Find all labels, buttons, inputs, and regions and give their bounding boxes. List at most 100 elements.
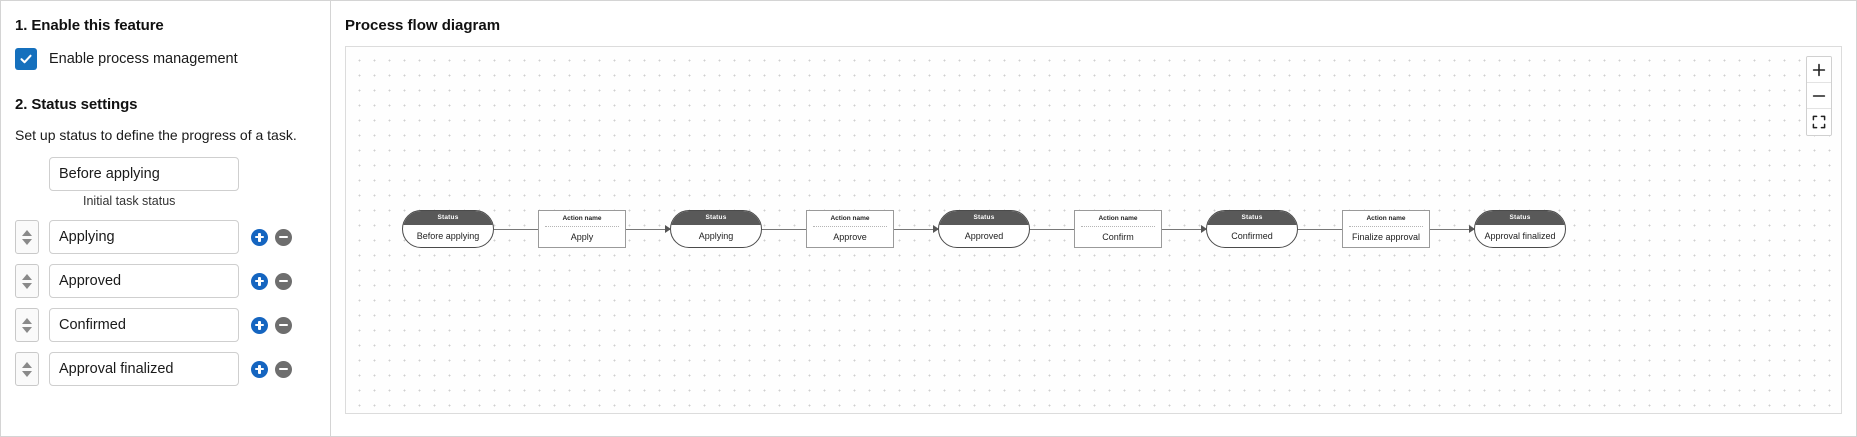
node-label: Approved (964, 231, 1004, 241)
status-row (15, 352, 316, 386)
row-actions (251, 272, 292, 290)
chevron-down-icon (22, 326, 32, 333)
enable-process-management-row[interactable]: Enable process management (15, 48, 316, 70)
chevron-up-icon (22, 317, 32, 324)
diagram-title: Process flow diagram (345, 17, 501, 34)
remove-status-button[interactable] (275, 316, 292, 334)
node-label: Confirmed (1231, 231, 1273, 241)
diagram-panel: Process flow diagram Status Before apply… (331, 1, 1856, 436)
row-actions (251, 360, 292, 378)
initial-status-input[interactable] (49, 157, 239, 191)
flow-node-status[interactable]: Status Applying (670, 210, 762, 248)
chevron-down-icon (22, 238, 32, 245)
connector-line (494, 228, 538, 230)
minus-icon (279, 279, 288, 283)
minus-icon (279, 367, 288, 371)
remove-status-button[interactable] (275, 228, 292, 246)
plus-icon-v (258, 364, 261, 374)
flow-connector (494, 224, 538, 234)
reorder-handle[interactable] (15, 220, 39, 254)
node-separator (1081, 226, 1155, 227)
node-label: Before applying (416, 231, 480, 241)
reorder-handle[interactable] (15, 264, 39, 298)
status-input[interactable] (49, 220, 239, 254)
check-icon (20, 54, 32, 64)
flow-connector (894, 224, 938, 234)
initial-status-caption: Initial task status (83, 194, 176, 208)
section-title-status-settings: 2. Status settings (15, 96, 138, 113)
chevron-up-icon (22, 229, 32, 236)
status-settings-helper-text: Set up status to define the progress of … (15, 127, 297, 143)
flow-node-action[interactable]: Action name Confirm (1074, 210, 1162, 248)
settings-panel: 1. Enable this feature Enable process ma… (1, 1, 331, 436)
connector-line (1298, 228, 1342, 230)
remove-status-button[interactable] (275, 360, 292, 378)
status-input[interactable] (49, 308, 239, 342)
flow-node-status[interactable]: Status Confirmed (1206, 210, 1298, 248)
flow-connector (1298, 224, 1342, 234)
add-status-button[interactable] (251, 360, 268, 378)
zoom-out-button[interactable] (1807, 83, 1831, 109)
chevron-up-icon (22, 361, 32, 368)
add-status-button[interactable] (251, 228, 268, 246)
node-header: Status (939, 211, 1029, 225)
chevron-up-icon (22, 273, 32, 280)
remove-status-button[interactable] (275, 272, 292, 290)
node-header: Action name (830, 215, 870, 222)
flow-node-action[interactable]: Action name Approve (806, 210, 894, 248)
enable-process-management-checkbox[interactable] (15, 48, 37, 70)
flow-node-action[interactable]: Action name Apply (538, 210, 626, 248)
add-status-button[interactable] (251, 316, 268, 334)
plus-icon-v (258, 320, 261, 330)
connector-line (762, 228, 806, 230)
enable-process-management-label: Enable process management (49, 51, 238, 67)
zoom-controls (1806, 56, 1832, 136)
plus-icon-v (258, 276, 261, 286)
flow-node-status[interactable]: Status Before applying (402, 210, 494, 248)
node-label: Apply (570, 232, 594, 242)
add-status-button[interactable] (251, 272, 268, 290)
node-header: Action name (562, 215, 602, 222)
chevron-down-icon (22, 370, 32, 377)
connector-line (1162, 228, 1206, 230)
node-header: Status (671, 211, 761, 225)
initial-status-row (15, 157, 316, 191)
status-input[interactable] (49, 352, 239, 386)
chevron-down-icon (22, 282, 32, 289)
process-flow: Status Before applying Action name Apply… (346, 207, 1841, 251)
status-row (15, 264, 316, 298)
node-header: Status (1475, 211, 1565, 225)
plus-icon (1812, 63, 1826, 76)
row-actions (251, 228, 292, 246)
node-label: Confirm (1102, 232, 1134, 242)
connector-line (1430, 228, 1474, 230)
fit-to-screen-button[interactable] (1807, 109, 1831, 135)
node-label: Applying (698, 231, 734, 241)
status-input[interactable] (49, 264, 239, 298)
flow-connector (626, 224, 670, 234)
node-header: Action name (1366, 215, 1406, 222)
minus-icon (279, 235, 288, 239)
zoom-in-button[interactable] (1807, 57, 1831, 83)
diagram-canvas[interactable]: Status Before applying Action name Apply… (345, 46, 1842, 414)
flow-connector (1030, 224, 1074, 234)
reorder-handle[interactable] (15, 352, 39, 386)
node-label: Finalize approval (1351, 232, 1421, 242)
node-separator (813, 226, 887, 227)
minus-icon (279, 323, 288, 327)
flow-connector (1430, 224, 1474, 234)
flow-node-status[interactable]: Status Approval finalized (1474, 210, 1566, 248)
node-separator (1349, 226, 1423, 227)
reorder-handle[interactable] (15, 308, 39, 342)
connector-line (626, 228, 670, 230)
node-label: Approve (833, 232, 867, 242)
fullscreen-icon (1812, 115, 1826, 129)
flow-node-action[interactable]: Action name Finalize approval (1342, 210, 1430, 248)
node-separator (545, 226, 619, 227)
node-header: Action name (1098, 215, 1138, 222)
flow-node-status[interactable]: Status Approved (938, 210, 1030, 248)
plus-icon-v (258, 232, 261, 242)
flow-connector (762, 224, 806, 234)
minus-icon (1812, 94, 1826, 97)
